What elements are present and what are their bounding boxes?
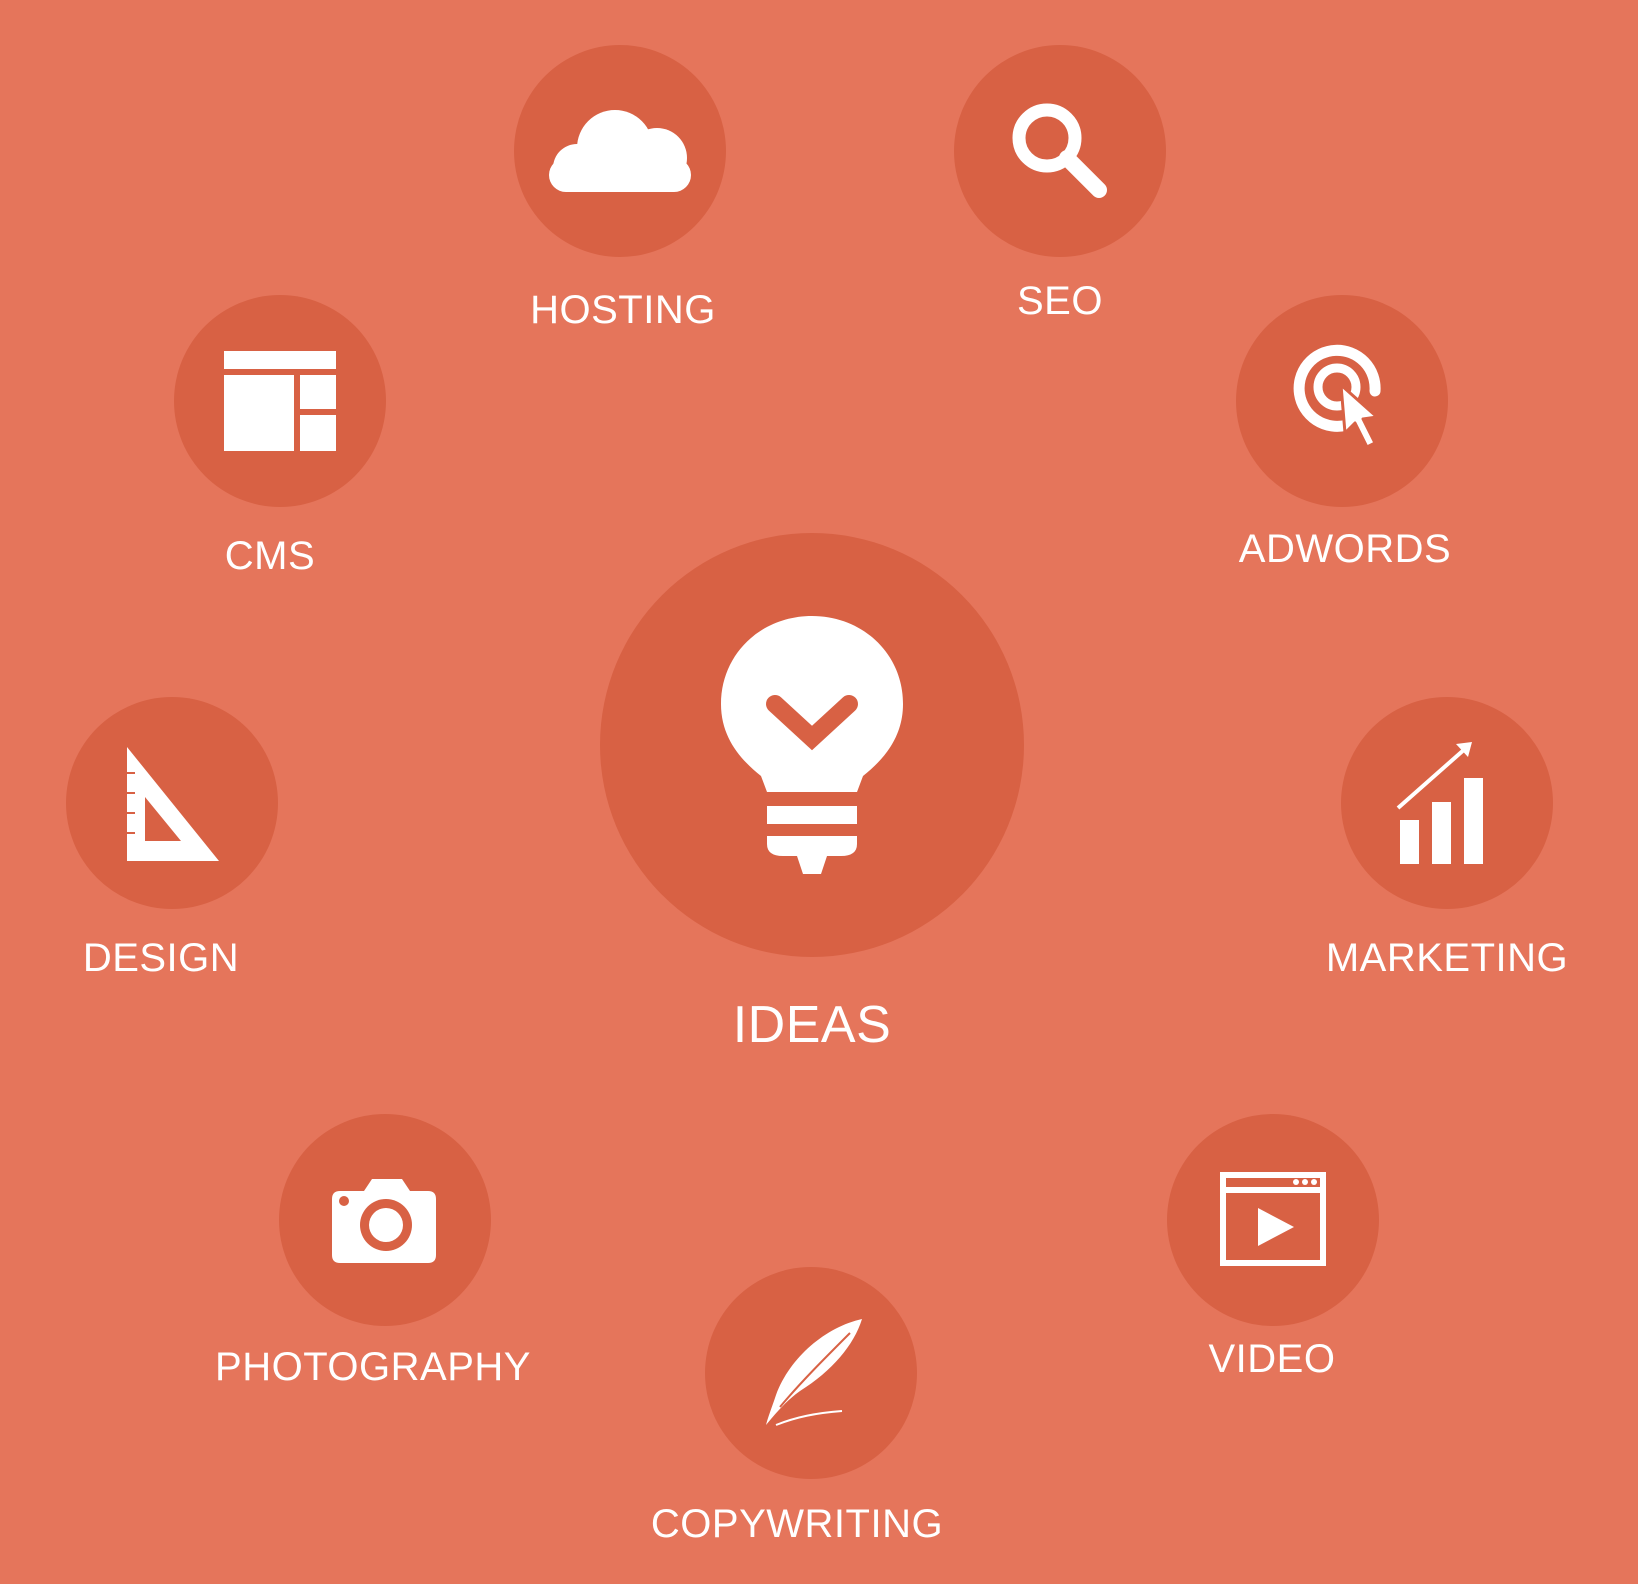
marketing-label: MARKETING — [1325, 936, 1569, 980]
growth-chart-icon — [1396, 742, 1483, 864]
layout-icon — [224, 351, 336, 451]
adwords-label: ADWORDS — [1238, 527, 1452, 571]
set-square-icon — [127, 747, 219, 861]
cms-node[interactable] — [174, 295, 386, 507]
adwords-node[interactable] — [1236, 295, 1448, 507]
video-label: VIDEO — [1208, 1337, 1336, 1381]
ideas-node[interactable] — [600, 533, 1024, 957]
seo-label: SEO — [1017, 279, 1103, 323]
design-node[interactable] — [66, 697, 278, 909]
video-player-icon — [1220, 1172, 1326, 1266]
video-node[interactable] — [1167, 1114, 1379, 1326]
seo-node[interactable] — [954, 45, 1166, 257]
photography-node[interactable] — [279, 1114, 491, 1326]
ideas-label: IDEAS — [732, 996, 892, 1054]
quill-icon — [766, 1319, 862, 1426]
copywriting-label: COPYWRITING — [650, 1502, 944, 1546]
hosting-node[interactable] — [514, 45, 726, 257]
hosting-label: HOSTING — [530, 288, 716, 332]
cloud-icon — [549, 110, 691, 192]
camera-icon — [332, 1179, 436, 1263]
cms-label: CMS — [224, 534, 316, 578]
copywriting-node[interactable] — [705, 1267, 917, 1479]
design-label: DESIGN — [82, 936, 240, 980]
target-click-icon — [1293, 344, 1381, 449]
lightbulb-icon — [721, 616, 903, 874]
search-icon — [1012, 103, 1107, 198]
marketing-node[interactable] — [1341, 697, 1553, 909]
photography-label: PHOTOGRAPHY — [215, 1345, 531, 1389]
